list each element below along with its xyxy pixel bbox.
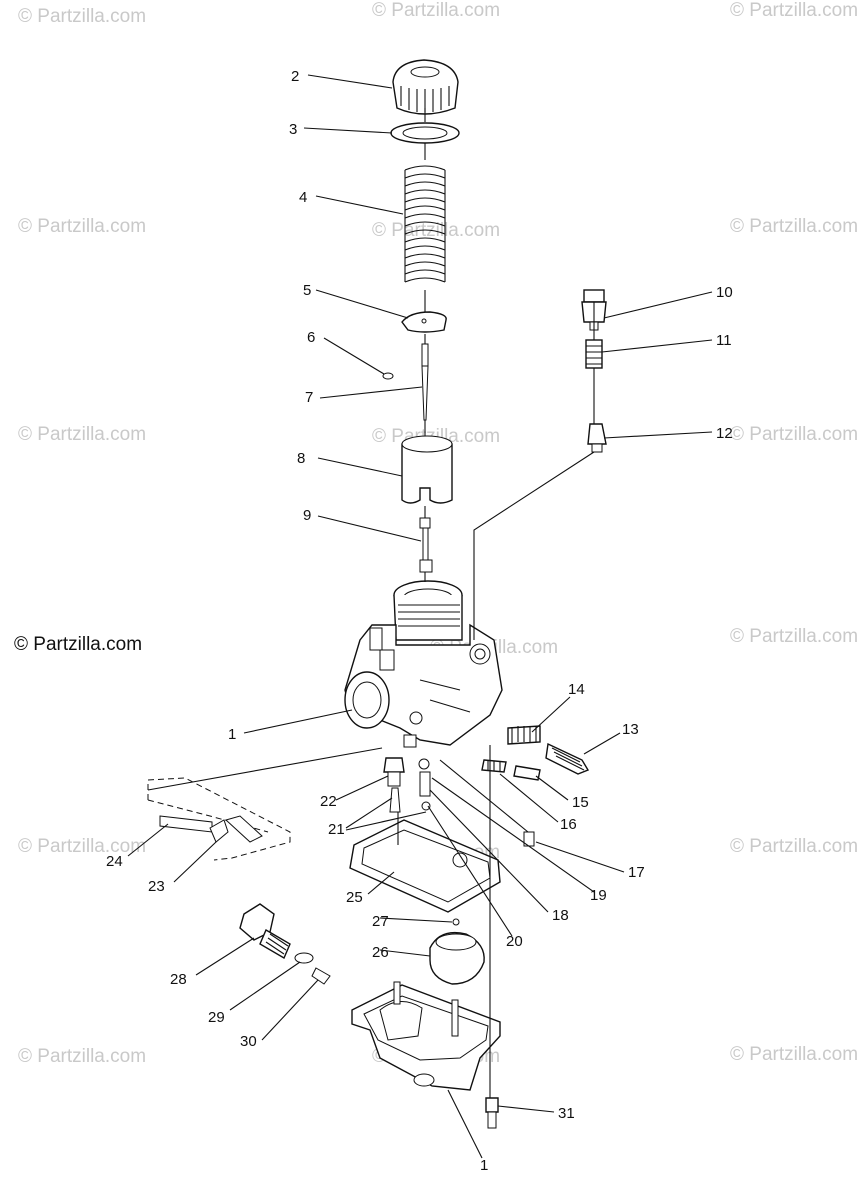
part-jet-needle	[421, 343, 429, 421]
part-float	[429, 931, 485, 985]
callout-21: 21	[328, 821, 345, 838]
part-ring	[390, 122, 460, 144]
watermark: © Partzilla.com	[730, 1044, 858, 1065]
part-fitting-group	[581, 289, 607, 453]
assembly-lines	[147, 108, 595, 1098]
callout-18: 18	[552, 907, 569, 924]
leader-lines	[127, 74, 713, 1159]
callout-4: 4	[299, 189, 307, 206]
watermark-group: © Partzilla.com © Partzilla.com © Partzi…	[18, 0, 858, 1067]
watermark: © Partzilla.com	[730, 216, 858, 237]
part-clip	[382, 372, 394, 380]
callout-10: 10	[716, 284, 733, 301]
part-plate	[401, 311, 447, 333]
watermark: © Partzilla.com	[18, 424, 146, 445]
part-pilot-screw	[507, 725, 590, 775]
callout-27: 27	[372, 913, 389, 930]
watermark: © Partzilla.com	[730, 424, 858, 445]
watermark: © Partzilla.com	[730, 836, 858, 857]
callout-1: 1	[228, 726, 236, 743]
callout-11: 11	[716, 332, 732, 349]
callout-9: 9	[303, 507, 311, 524]
callout-7: 7	[305, 389, 313, 406]
callout-20: 20	[506, 933, 523, 950]
callout-28: 28	[170, 971, 187, 988]
callout-29: 29	[208, 1009, 225, 1026]
part-washer	[294, 952, 314, 964]
part-needle-jet	[419, 517, 433, 573]
part-carburetor-body	[344, 580, 503, 748]
part-screw-float	[311, 967, 331, 985]
part-throttle-valve	[401, 435, 453, 504]
watermark: © Partzilla.com	[730, 626, 858, 647]
part-screw-small	[523, 831, 535, 847]
callout-17: 17	[628, 864, 645, 881]
callout-19: 19	[590, 887, 607, 904]
callout-labels: 2 3 4 5 6 7 8 9 10 11 12 1 14 13 15 16 1…	[106, 68, 733, 1174]
callout-31: 31	[558, 1105, 575, 1122]
callout-12: 12	[716, 425, 733, 442]
callout-15: 15	[572, 794, 589, 811]
watermark: © Partzilla.com	[18, 216, 146, 237]
part-cap	[392, 59, 459, 115]
part-tube	[147, 777, 291, 861]
part-float-bowl	[351, 981, 501, 1091]
part-gasket	[349, 819, 501, 913]
callout-30: 30	[240, 1033, 257, 1050]
watermark: © Partzilla.com	[372, 220, 500, 241]
callout-14: 14	[568, 681, 585, 698]
callout-25: 25	[346, 889, 363, 906]
part-jets	[383, 757, 431, 813]
watermark: © Partzilla.com	[18, 836, 146, 857]
watermark-main: © Partzilla.com	[14, 634, 142, 655]
callout-1-bowl: 1	[480, 1157, 488, 1174]
callout-23: 23	[148, 878, 165, 895]
watermark: © Partzilla.com	[730, 0, 858, 21]
watermark: © Partzilla.com	[18, 6, 146, 27]
callout-16: 16	[560, 816, 577, 833]
part-drain-bolt	[239, 903, 291, 960]
part-bowl-screw	[485, 1097, 499, 1129]
watermark: © Partzilla.com	[18, 1046, 146, 1067]
callout-24: 24	[106, 853, 123, 870]
callout-6: 6	[307, 329, 315, 346]
watermark: © Partzilla.com	[372, 0, 500, 21]
callout-26: 26	[372, 944, 389, 961]
part-float-pin	[452, 918, 460, 926]
callout-8: 8	[297, 450, 305, 467]
part-spring	[404, 165, 446, 283]
callout-5: 5	[303, 282, 311, 299]
callout-3: 3	[289, 121, 297, 138]
callout-22: 22	[320, 793, 337, 810]
callout-13: 13	[622, 721, 639, 738]
callout-2: 2	[291, 68, 299, 85]
part-throttle-stop	[481, 759, 541, 781]
